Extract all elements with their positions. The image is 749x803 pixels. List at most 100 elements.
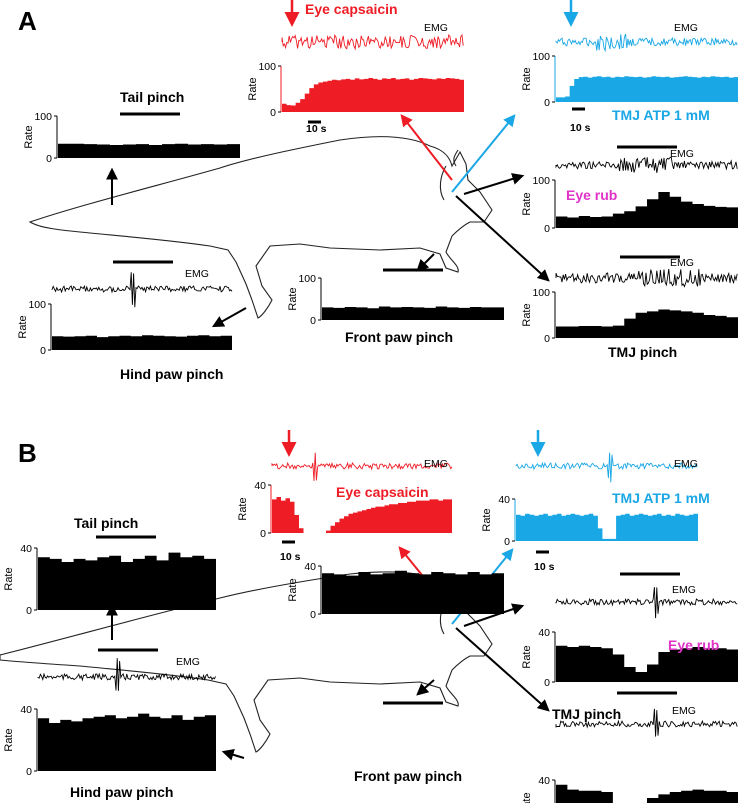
panel-b-tail-ytick-min: 0 — [26, 605, 32, 617]
panel-b-front-ytick-max: 40 — [304, 561, 316, 573]
rat-outline-a — [28, 136, 493, 319]
panel-a-tmj-label: TMJ pinch — [608, 344, 677, 360]
panel-a-caps-ytick-min: 0 — [270, 107, 276, 119]
panel-b-tail-label: Tail pinch — [74, 515, 138, 531]
panel-a-tmj-histogram — [556, 309, 738, 338]
panel-b-atp-ytick-min: 0 — [504, 536, 510, 548]
panel-a-hind-label: Hind paw pinch — [120, 366, 223, 382]
panel-b-caps-ylabel: Rate — [237, 497, 249, 520]
panel-a-hind-plot: 100 0 Rate EMG Hind paw pinch — [17, 260, 233, 382]
panel-b-tmj-ylabel: Rate — [521, 792, 533, 803]
panel-b-atp-ylabel: Rate — [481, 508, 493, 531]
panel-a-tail-plot: 100 0 Rate Tail pinch — [23, 89, 240, 165]
panel-b-eyerub-label: Eye rub — [668, 637, 719, 653]
panel-a-eyerub-histogram — [556, 192, 738, 228]
panel-a-hind-histogram — [52, 335, 232, 350]
panel-a-front-ytick-max: 100 — [298, 273, 316, 285]
panel-a-eyerub-ylabel: Rate — [521, 192, 533, 215]
panel-b-caps-emg-trace — [271, 452, 453, 481]
panel-b-hind-ytick-max: 40 — [20, 704, 32, 716]
panel-a-eyerub-ytick-min: 0 — [544, 223, 550, 235]
panel-b-caps-emg-label: EMG — [424, 458, 448, 470]
panel-letter-a: A — [18, 6, 37, 36]
panel-a-tmj-emg-label: EMG — [670, 257, 694, 269]
panel-a-front-ylabel: Rate — [287, 287, 299, 310]
panel-a-hind-emg-label: EMG — [185, 268, 209, 280]
panel-b-tail-ylabel: Rate — [3, 567, 15, 590]
panel-a-atp-ylabel: Rate — [521, 67, 533, 90]
panel-b-eyerub-emg-label: EMG — [672, 584, 696, 596]
panel-a-tmj-ylabel: Rate — [521, 303, 533, 326]
panel-b-hind-histogram — [38, 713, 216, 771]
panel-b-eyerub-emg-trace — [555, 587, 738, 619]
panel-b-caps-scalebar-label: 10 s — [280, 551, 301, 563]
panel-a-caps-histogram — [282, 77, 464, 112]
panel-b-caps-ytick-min: 0 — [260, 528, 266, 540]
panel-a-tail-ylabel: Rate — [23, 125, 35, 148]
panel-a-caps-ylabel: Rate — [247, 77, 259, 100]
panel-a-atp-emg-label: EMG — [674, 22, 698, 34]
panel-b-hind-emg-label: EMG — [176, 656, 200, 668]
panel-a-tail-label: Tail pinch — [120, 89, 184, 105]
panel-a-hind-ylabel: Rate — [17, 315, 29, 338]
panel-a-front-label: Front paw pinch — [345, 329, 453, 345]
panel-a-tail-histogram — [58, 143, 240, 158]
panel-a-hind-ytick-min: 0 — [40, 345, 46, 357]
panel-b-front-ytick-min: 0 — [310, 609, 316, 621]
panel-b-hind-label: Hind paw pinch — [70, 784, 173, 800]
panel-b-hind-plot: 40 0 Rate EMG Hind paw pinch — [3, 648, 217, 800]
panel-b-caps-histogram — [272, 497, 452, 533]
panel-b-eyerub-ylabel: Rate — [521, 645, 533, 668]
panel-b-eyerub-ytick-max: 40 — [538, 627, 550, 639]
panel-b-atp-scalebar-label: 10 s — [534, 561, 555, 573]
panel-b-hind-ylabel: Rate — [3, 728, 15, 751]
panel-a-eyerub-emg-trace — [555, 156, 738, 173]
panel-a-hind-emg-trace — [51, 272, 233, 308]
panel-b-front-label: Front paw pinch — [354, 768, 462, 784]
panel-b-tail-ytick-max: 40 — [20, 543, 32, 555]
panel-b-front-histogram — [322, 570, 504, 614]
panel-b-atp-histogram — [516, 513, 698, 541]
panel-b-eyerub-ytick-min: 0 — [544, 677, 550, 689]
panel-b-tmj-emg-trace — [555, 708, 738, 737]
panel-a-caps-scalebar-label: 10 s — [306, 123, 327, 135]
panel-a-caps-emg-trace — [281, 33, 464, 51]
panel-b-tail-histogram — [38, 552, 216, 610]
panel-b-tmj-emg-label: EMG — [672, 705, 696, 717]
panel-a-caps-emg-label: EMG — [424, 22, 448, 34]
panel-b-atp-emg-label: EMG — [674, 458, 698, 470]
panel-b-eyerub-histogram — [556, 645, 738, 682]
panel-a-atp-scalebar-label: 10 s — [570, 122, 591, 134]
panel-b-atp-emg-trace — [515, 452, 698, 483]
panel-a-tmj-emg-trace — [555, 268, 738, 288]
panel-b-front-ylabel: Rate — [287, 578, 299, 601]
panel-b-tmj-label: TMJ pinch — [552, 706, 621, 722]
panel-a-atp-emg-trace — [555, 33, 738, 53]
panel-a-hind-ytick-max: 100 — [28, 299, 46, 311]
panel-a-caps-label: Eye capsaicin — [305, 1, 398, 17]
panel-a-eyerub-emg-label: EMG — [670, 148, 694, 160]
panel-b-tail-plot: 40 0 Rate Tail pinch — [3, 515, 216, 617]
panel-b-eyerub-plot: 40 0 Rate EMG Eye rub — [521, 572, 738, 689]
connector-arrows-a — [106, 114, 550, 328]
panel-a-atp-ytick-max: 100 — [532, 51, 550, 63]
panel-b-caps-label: Eye capsaicin — [336, 484, 429, 500]
panel-a-front-ytick-min: 0 — [310, 315, 316, 327]
panel-b-tmj-ytick-max: 40 — [538, 775, 550, 787]
panel-b-hind-ytick-min: 0 — [26, 766, 32, 778]
panel-b-atp-ytick-max: 40 — [498, 494, 510, 506]
panel-b-tmj-plot: 400RateEMGTMJ pinch — [521, 691, 738, 803]
panel-a-eyerub-label: Eye rub — [566, 187, 617, 203]
panel-a-tmj-ytick-min: 0 — [544, 333, 550, 345]
panel-a-tail-ytick-max: 100 — [34, 111, 52, 123]
panel-a-tail-ytick-min: 0 — [46, 153, 52, 165]
panel-a-tmj-plot: 100 0 Rate EMG TMJ pinch — [521, 255, 738, 360]
panel-a-tmj-ytick-max: 100 — [532, 287, 550, 299]
